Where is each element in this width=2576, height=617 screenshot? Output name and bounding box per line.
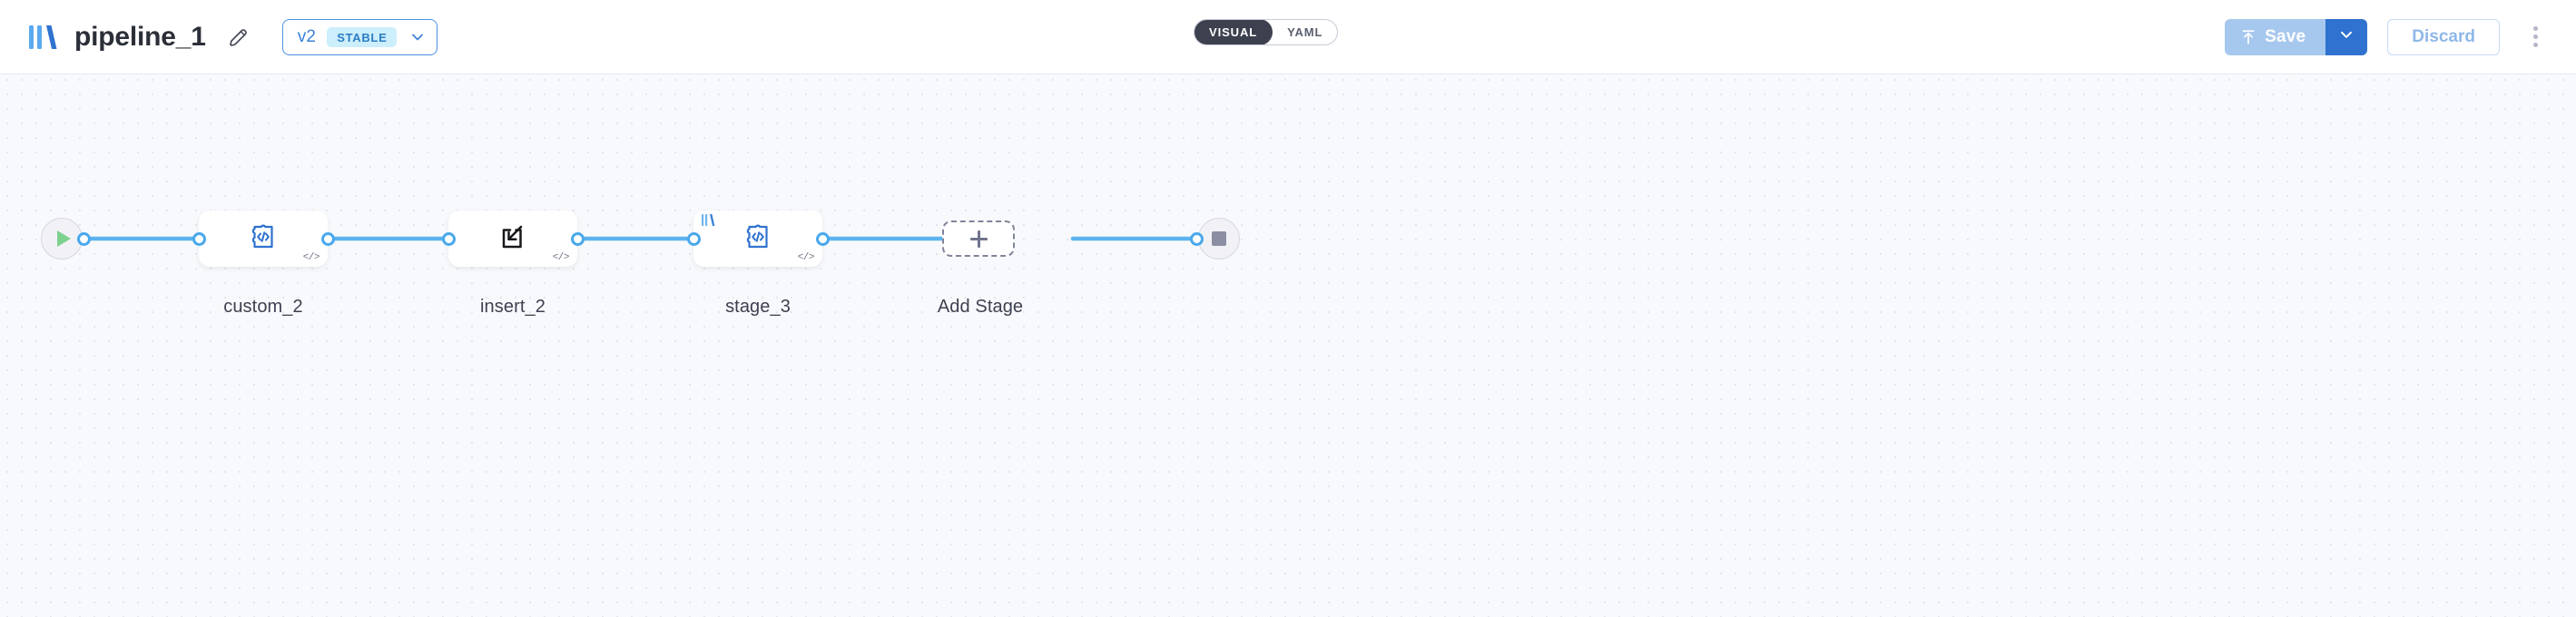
discard-button[interactable]: Discard — [2387, 18, 2500, 55]
page-title: pipeline_1 — [74, 21, 206, 52]
insert-arrow-icon — [496, 220, 530, 259]
pipeline-canvas[interactable]: </> custom_2 </> insert_2 — [0, 74, 2576, 617]
view-mode-toggle[interactable]: VISUAL YAML — [1194, 19, 1339, 45]
code-badge: </> — [302, 252, 320, 263]
stage-node-insert-2[interactable]: </> — [448, 211, 577, 267]
kebab-dot — [2532, 26, 2538, 31]
code-badge: </> — [552, 252, 570, 263]
stage-node-custom-2[interactable]: </> — [199, 211, 328, 267]
port-stage-3-output[interactable] — [816, 232, 830, 246]
puzzle-code-icon — [246, 220, 280, 259]
chevron-down-icon — [2338, 26, 2355, 47]
stage-node-stage-3[interactable]: </> — [693, 211, 822, 267]
add-stage-label: Add Stage — [937, 297, 1024, 317]
save-button[interactable]: Save — [2225, 18, 2326, 55]
code-badge: </> — [797, 252, 815, 263]
port-stage-3-input[interactable] — [687, 232, 701, 246]
save-button-label: Save — [2265, 26, 2306, 46]
pencil-icon[interactable] — [226, 25, 250, 49]
pipeline-edges — [81, 236, 1199, 241]
port-insert-2-output[interactable] — [571, 232, 585, 246]
header-right-group: Save Discard — [2225, 18, 2547, 55]
port-end-input[interactable] — [1190, 232, 1204, 246]
header-left-group: pipeline_1 v2 STABLE — [27, 18, 438, 55]
version-label: v2 — [297, 26, 317, 46]
puzzle-code-icon — [741, 220, 775, 259]
pipeline-start-node[interactable] — [41, 218, 83, 260]
port-insert-2-input[interactable] — [442, 232, 456, 246]
save-dropdown-button[interactable] — [2325, 18, 2368, 55]
add-stage-button[interactable] — [942, 220, 1015, 257]
pipeline-bars-logo-icon — [27, 22, 60, 53]
kebab-dot — [2532, 43, 2538, 47]
version-selector[interactable]: v2 STABLE — [281, 18, 438, 55]
stage-label-stage-3: stage_3 — [725, 297, 791, 317]
plus-icon — [969, 230, 988, 248]
kebab-dot — [2532, 34, 2538, 39]
app-header: pipeline_1 v2 STABLE VISUAL YAML — [0, 0, 2576, 74]
port-custom-2-input[interactable] — [192, 232, 206, 246]
port-custom-2-output[interactable] — [321, 232, 335, 246]
upload-arrow-icon — [2241, 29, 2256, 45]
play-icon — [56, 230, 71, 247]
toggle-option-yaml[interactable]: YAML — [1287, 25, 1323, 39]
stage-label-insert-2: insert_2 — [480, 297, 546, 317]
version-status-badge: STABLE — [327, 26, 398, 47]
stop-icon — [1212, 231, 1226, 246]
save-button-group[interactable]: Save — [2225, 18, 2368, 55]
kebab-menu-icon[interactable] — [2523, 19, 2547, 55]
stage-label-custom-2: custom_2 — [223, 297, 303, 317]
toggle-option-visual[interactable]: VISUAL — [1195, 20, 1273, 44]
chevron-down-icon — [409, 29, 426, 45]
pipeline-end-node[interactable] — [1198, 218, 1240, 260]
pipeline-bars-logo-icon — [701, 213, 716, 228]
port-start-output[interactable] — [77, 232, 91, 246]
